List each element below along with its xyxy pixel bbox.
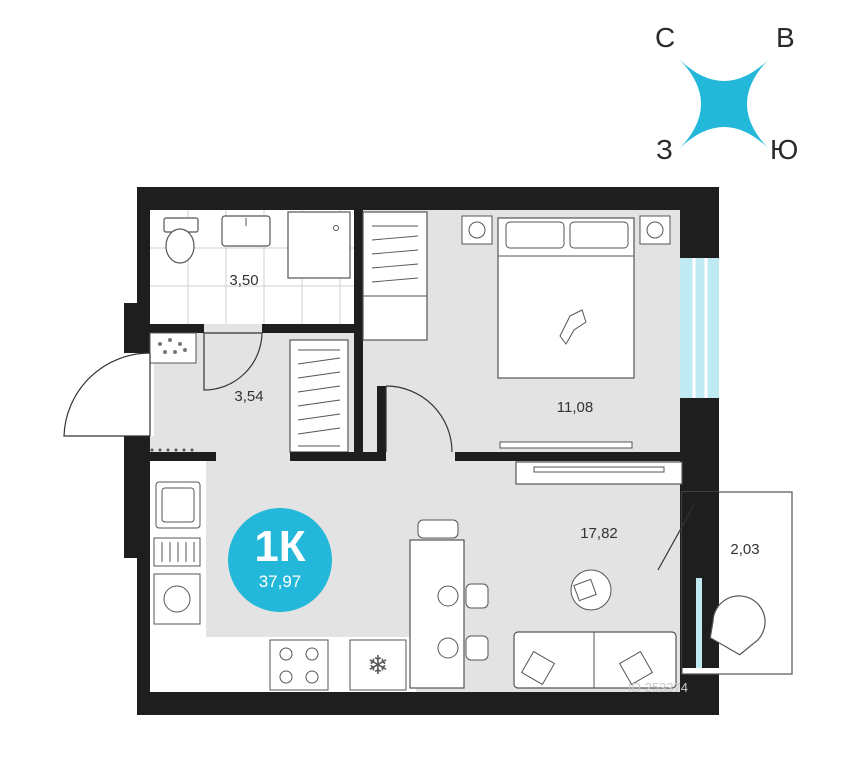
wall-segment — [150, 324, 204, 333]
stove — [269, 639, 329, 691]
sink — [221, 215, 271, 247]
panel-dots — [158, 338, 187, 354]
book-icon — [573, 578, 597, 602]
fridge — [349, 639, 407, 691]
electrical-panel — [149, 332, 197, 364]
nightstand — [461, 215, 493, 245]
bedroom-area: 11,08 — [556, 399, 594, 416]
bedroom-door — [385, 385, 453, 453]
watermark: ID 253374 — [628, 680, 688, 695]
tv-stand — [499, 441, 633, 449]
dining-table — [409, 539, 465, 689]
armchair — [709, 595, 766, 656]
lamp-icon — [468, 221, 486, 239]
cushion — [618, 650, 654, 686]
nightstand — [639, 215, 671, 245]
wall-segment — [377, 386, 386, 461]
wall-segment — [290, 452, 384, 461]
compass-east: В — [776, 22, 795, 53]
living-room-area: 17,82 — [580, 525, 618, 542]
pet-figure — [559, 309, 587, 345]
wall-segment — [150, 452, 216, 461]
stove-burners — [279, 647, 319, 684]
compass-west: З — [656, 134, 673, 165]
wall-segment — [262, 324, 354, 333]
washing-machine — [153, 573, 201, 625]
tv-unit — [515, 461, 683, 485]
wall-segment — [354, 210, 363, 452]
hallway-wardrobe — [289, 339, 349, 453]
toilet-bowl — [165, 228, 195, 264]
lamp-icon — [646, 221, 664, 239]
shower-drain — [333, 225, 339, 231]
bedroom-window — [680, 258, 719, 398]
wardrobe-hangers — [297, 349, 341, 447]
compass-star-icon — [680, 60, 768, 148]
entrance-door — [63, 352, 151, 437]
hallway-area: 3,54 — [234, 388, 264, 405]
balcony-area: 2,03 — [730, 541, 760, 558]
bedroom-wardrobe-hangers — [371, 225, 419, 283]
vent-icon — [150, 448, 194, 452]
washer-drum — [163, 585, 191, 613]
apartment-type: 1К — [254, 522, 306, 571]
dining-chairs — [417, 519, 489, 661]
kitchen-sink — [155, 481, 201, 529]
total-area: 37,97 — [258, 572, 302, 591]
dishwasher — [153, 537, 201, 567]
shower-tray — [287, 211, 351, 279]
wall-segment — [455, 452, 680, 461]
bathroom-area: 3,50 — [229, 272, 259, 289]
compass-north: С — [655, 22, 676, 53]
bathroom-door — [203, 332, 263, 391]
wall-segment — [124, 303, 150, 353]
balcony-door — [657, 504, 695, 571]
wall-segment — [124, 436, 150, 558]
balcony-window — [696, 578, 702, 668]
cushion — [520, 650, 556, 686]
pillow — [569, 221, 629, 249]
dishwasher-lines — [161, 542, 195, 562]
snowflake-icon: ❄ — [367, 651, 389, 681]
tv — [533, 466, 665, 473]
sink-basin — [161, 487, 195, 523]
apartment-badge: 1К 37,97 — [228, 508, 332, 612]
compass-south: Ю — [770, 134, 799, 165]
pillow — [505, 221, 565, 249]
bedroom-wardrobe — [362, 211, 428, 341]
